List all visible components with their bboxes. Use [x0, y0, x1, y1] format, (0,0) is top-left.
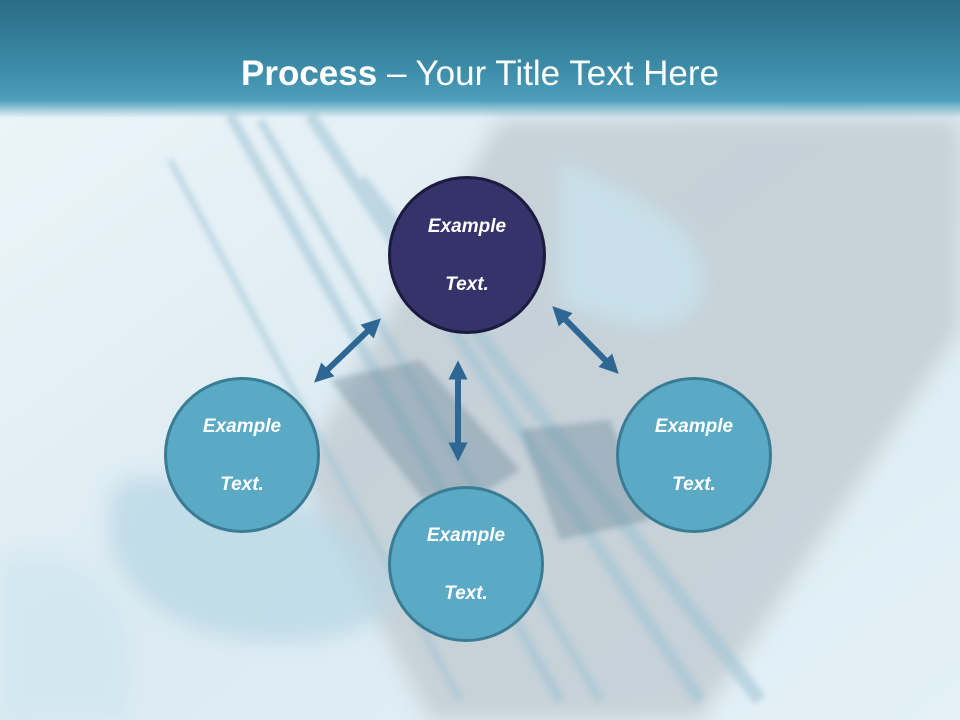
arrow-top-left: [314, 318, 381, 383]
node-left-line2: Text.: [220, 473, 264, 495]
title-rest: – Your Title Text Here: [377, 54, 719, 93]
title-bold: Process: [241, 54, 378, 93]
title-bar: [0, 0, 960, 118]
node-right-line2: Text.: [672, 473, 716, 495]
node-left-line1: Example: [202, 415, 282, 437]
node-top-line1: Example: [427, 215, 507, 237]
node-bottom-line2: Text.: [444, 582, 488, 604]
node-right-line1: Example: [654, 415, 734, 437]
node-bottom-line1: Example: [426, 524, 506, 546]
node-top-line2: Text.: [445, 273, 489, 295]
arrow-top-right: [552, 306, 619, 374]
slide-title: Process – Your Title Text Here: [0, 52, 960, 96]
